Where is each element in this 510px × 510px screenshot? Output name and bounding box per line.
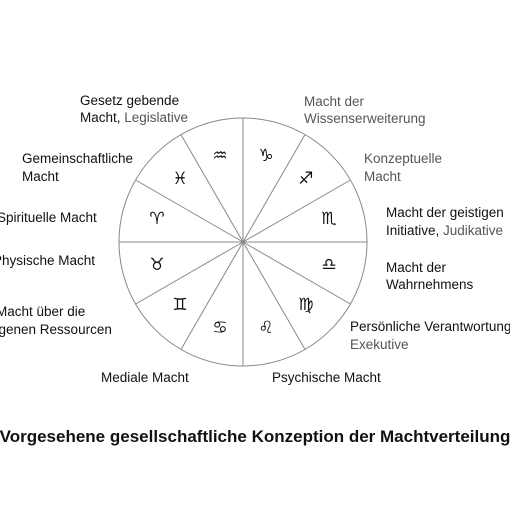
capricorn-glyph: ♑ [258,146,273,166]
label-community-line1: Gemeinschaftliche [22,151,133,166]
aquarius-glyph: ♒ [212,146,227,166]
virgo-glyph: ♍ [298,295,313,315]
wheel-spoke [135,179,244,243]
label-legislative-macht: Macht, [80,110,124,125]
label-physical: Physische Macht [0,253,95,268]
label-personal-line2: Exekutive [350,337,409,352]
wheel-spoke [242,134,306,243]
diagram-caption: Vorgesehene gesellschaftliche Konzeption… [0,427,510,446]
label-psychic: Psychische Macht [272,370,381,385]
libra-glyph: ♎ [321,255,336,275]
label-conceptual-line2: Macht [364,169,401,184]
label-initiative-line2: Initiative, Judikative [386,223,503,238]
label-perception-line2: Wahrnehmens [386,277,474,292]
label-conceptual-line1: Konzeptuelle [364,151,442,166]
cancer-glyph: ♋ [212,318,227,338]
wheel-glyphs: ♑ ♐ ♏ ♎ ♍ ♌ ♋ ♊ ♉ ♈ ♓ ♒ [149,146,336,338]
gemini-glyph: ♊ [172,295,187,315]
label-initiative-line1: Macht der geistigen [386,205,504,220]
label-initiative-term: Judikative [443,223,503,238]
label-legislative-term: Legislative [124,110,188,125]
pisces-glyph: ♓ [172,169,187,189]
wheel-spoke [180,134,244,243]
taurus-glyph: ♉ [149,255,164,275]
zodiac-wheel: ♑ ♐ ♏ ♎ ♍ ♌ ♋ ♊ ♉ ♈ ♓ ♒ [118,117,368,367]
aries-glyph: ♈ [149,209,164,229]
label-perception-line1: Macht der [386,260,447,275]
label-knowledge-line2: Wissenserweiterung [304,111,426,126]
label-resources-line2: eigenen Ressourcen [0,322,112,337]
label-spiritual: Spirituelle Macht [0,210,97,225]
label-resources-line1: Macht über die [0,304,85,319]
wheel-spoke [135,241,244,305]
wheel-spoke [180,241,244,350]
label-initiative-word: Initiative, [386,223,443,238]
wheel-spoke [242,241,306,350]
sagittarius-glyph: ♐ [298,169,313,189]
label-legislative-line1: Gesetz gebende [80,93,179,108]
outer-labels: Gesetz gebende Macht, Legislative Macht … [0,93,510,385]
label-legislative-line2: Macht, Legislative [80,110,188,125]
leo-glyph: ♌ [258,318,273,338]
label-medial: Mediale Macht [101,370,189,385]
label-knowledge-line1: Macht der [304,94,365,109]
wheel-spokes [119,118,367,366]
label-personal-line1: Persönliche Verantwortung [350,319,510,334]
wheel-spoke [242,179,351,243]
scorpio-glyph: ♏ [321,209,336,229]
label-community-line2: Macht [22,169,59,184]
wheel-spoke [242,241,351,305]
